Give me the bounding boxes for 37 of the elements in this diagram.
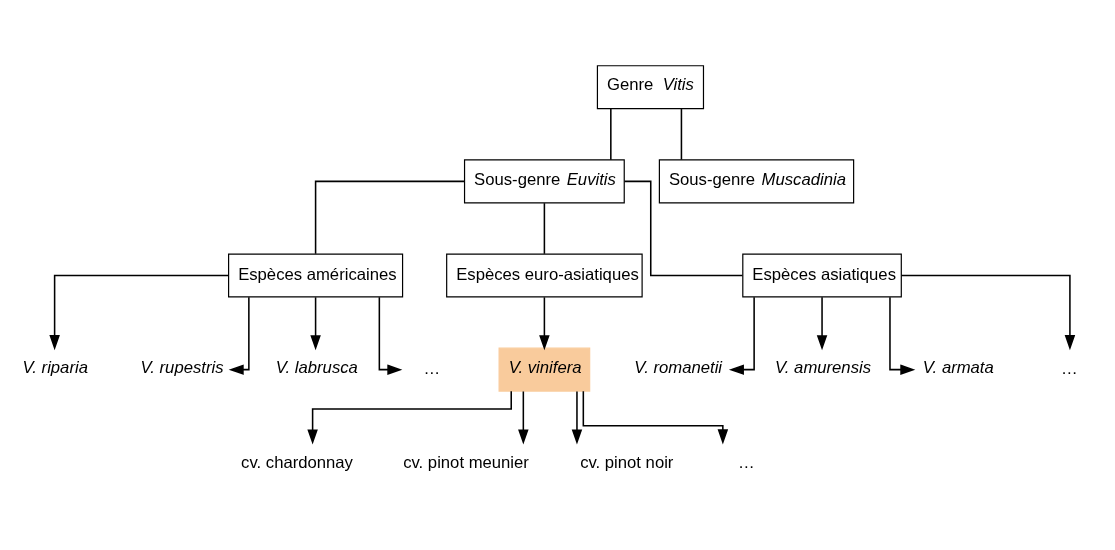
node-text: V. romanetii	[634, 357, 723, 377]
node-text: …	[423, 358, 441, 378]
node-text: V. armata	[922, 357, 994, 377]
node-text: cv. pinot meunier	[403, 452, 529, 472]
node-text: cv. chardonnay	[241, 452, 353, 472]
node-text: V. rupestris	[140, 357, 224, 377]
arrow	[228, 296, 250, 375]
node-text: …	[738, 452, 755, 472]
arrow	[582, 389, 729, 444]
node-box: Sous-genre Euvitis	[463, 158, 625, 203]
connector	[543, 201, 546, 255]
node-text: …	[1060, 358, 1078, 378]
arrow	[539, 296, 550, 350]
arrow	[49, 274, 230, 350]
arrow	[900, 274, 1076, 350]
node-box: Espèces asiatiques	[742, 252, 902, 298]
node-box: V. vinifera	[498, 347, 591, 392]
arrow	[378, 296, 403, 375]
arrow	[816, 296, 828, 350]
arrow	[518, 390, 529, 444]
arrow	[889, 296, 916, 375]
connector	[680, 107, 683, 160]
arrow	[307, 389, 512, 444]
node-text: cv. pinot noir	[580, 452, 674, 472]
node-text: V. amurensis	[774, 357, 872, 377]
node-text: V. labrusca	[275, 357, 358, 377]
arrow	[310, 296, 321, 350]
arrow	[571, 390, 583, 444]
connector	[314, 180, 466, 254]
node-box: Espèces euro-asiatiques	[446, 252, 643, 298]
node-box: Genre Vitis	[596, 64, 705, 109]
node-text: V. riparia	[22, 357, 88, 377]
connector	[623, 180, 744, 276]
connector	[610, 107, 612, 160]
node-box: Sous-genre Muscadinia	[658, 158, 855, 203]
arrow	[728, 296, 755, 375]
node-box: Espèces américaines	[228, 252, 404, 298]
